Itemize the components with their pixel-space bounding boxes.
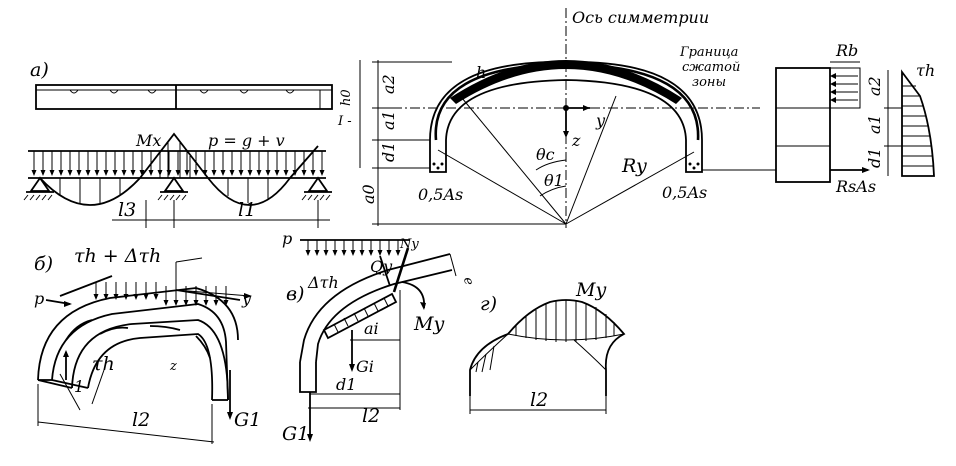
angle-theta-1: θ1 <box>544 171 564 190</box>
g-dim-l2: l2 <box>530 389 548 411</box>
panel-v: p Ny в) Δτh Qy My e ai Gi d1 <box>282 229 476 445</box>
thickness-h: h <box>476 63 486 82</box>
compressed-zone <box>450 60 682 104</box>
load-equation: p = g + v <box>208 131 285 150</box>
shear-force-qy: Qy <box>370 257 393 276</box>
v-dim-d1: d1 <box>336 375 356 394</box>
steel-force: RsAs <box>835 177 876 196</box>
v-weight-gi: Gi <box>356 357 374 376</box>
rebar-left-label: 0,5As <box>418 185 463 204</box>
distributed-load-b <box>93 282 229 306</box>
panel-b: б) τh + Δτh y p τh z 1 <box>34 245 261 444</box>
b-axis-y: y <box>241 289 252 308</box>
b-load-p: p <box>34 289 44 308</box>
panel-b-label: б) <box>34 253 53 275</box>
dim-l1: l1 <box>238 199 256 221</box>
section-block <box>775 67 831 183</box>
dim-a1: a1 <box>379 110 398 130</box>
stress-diagram: Rb RsAs a2 a1 d1 τh <box>775 41 935 196</box>
b-dim-l2: l2 <box>132 409 150 431</box>
panel-g: г) My l2 <box>469 279 626 414</box>
b-weight-g1: G1 <box>234 409 261 431</box>
panel-a: а) I - <box>23 59 352 228</box>
compressed-zone-label-2: сжатой <box>682 60 740 75</box>
eccentricity-e: e <box>460 276 476 286</box>
dim-d1: d1 <box>379 142 398 162</box>
shear-increment-label: τh + Δτh <box>74 245 161 267</box>
dim-h0: h0 <box>339 89 354 106</box>
shear-diagram <box>901 69 935 177</box>
stress-a1: a1 <box>865 114 884 134</box>
shear-inner-label: τh <box>92 353 115 375</box>
v-moment-my: My <box>413 313 444 335</box>
normal-force-ny: Ny <box>399 237 419 252</box>
arch-cross-section: Ось симметрии y z θc θ1 Ry h 0,5As <box>339 8 776 228</box>
unit-length: 1 <box>74 377 84 396</box>
rebar-right-label: 0,5As <box>662 183 707 202</box>
stress-rb: Rb <box>835 41 858 60</box>
panel-g-label: г) <box>480 293 497 315</box>
radius-ry: Ry <box>621 155 647 177</box>
v-load-p: p <box>282 229 292 248</box>
shell-longitudinal-section <box>35 84 333 110</box>
axis-y-label: y <box>595 111 606 130</box>
angle-theta-c: θc <box>536 145 555 164</box>
v-weight-g1: G1 <box>282 423 309 445</box>
arch-left-leg <box>429 140 447 173</box>
stress-a2: a2 <box>865 76 884 96</box>
compressed-zone-label-1: Граница <box>679 45 738 60</box>
b-axis-z: z <box>169 359 177 374</box>
moment-mx-label: Mx <box>135 131 161 150</box>
panel-a-label: а) <box>30 59 49 81</box>
section-marker: I - <box>337 114 352 129</box>
half-shell-outer <box>299 253 451 363</box>
compressed-zone-label-3: зоны <box>692 75 726 90</box>
shell-outer <box>37 287 239 381</box>
stress-d1: d1 <box>865 148 884 168</box>
stress-tau-h: τh <box>916 61 935 80</box>
panel-v-label: в) <box>286 283 304 305</box>
g-moment-my: My <box>575 279 606 301</box>
supports-a <box>26 176 332 193</box>
dim-l3: l3 <box>118 199 136 221</box>
shear-delta-label: Δτh <box>307 273 339 292</box>
symmetry-axis-label: Ось симметрии <box>572 8 709 27</box>
distributed-load-v <box>305 240 401 256</box>
dim-a0: a0 <box>359 184 378 204</box>
axis-z-label: z <box>571 131 581 150</box>
v-dim-ai: ai <box>364 319 379 338</box>
distributed-load-a <box>31 151 325 176</box>
dim-a2: a2 <box>379 74 398 94</box>
v-dim-l2: l2 <box>362 405 380 427</box>
